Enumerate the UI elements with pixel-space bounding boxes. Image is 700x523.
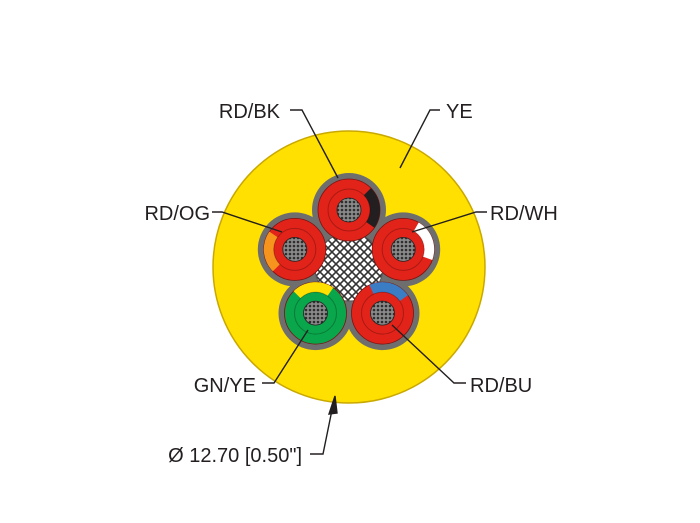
strands-rd-wh xyxy=(390,236,416,262)
conductor-rd-og xyxy=(263,217,327,281)
conductor-rd-bu xyxy=(351,281,414,345)
conductor-rd-wh xyxy=(371,217,435,281)
conductor-group xyxy=(263,178,435,345)
label-rd-wh: RD/WH xyxy=(490,203,558,225)
conductor-gn-ye xyxy=(284,281,347,345)
stripe-rd-bk xyxy=(363,188,380,228)
strands-rd-bu xyxy=(370,300,395,326)
label-rd-og: RD/OG xyxy=(144,203,210,225)
leader-lines xyxy=(212,109,487,455)
label-rd-bu: RD/BU xyxy=(470,375,532,397)
leader-rd-bk xyxy=(290,109,339,179)
leader-rd-og xyxy=(212,211,283,233)
leader-dimension xyxy=(310,404,334,455)
leader-ye xyxy=(399,109,440,169)
stripe-gn-ye xyxy=(293,282,334,299)
strands-rd-og xyxy=(282,236,308,262)
leader-rd-wh xyxy=(411,211,487,233)
leader-gn-ye xyxy=(262,329,309,384)
stripe-rd-wh xyxy=(413,222,435,260)
label-dimension: Ø 12.70 [0.50"] xyxy=(168,445,302,467)
stripe-rd-og xyxy=(263,231,280,272)
strands-gn-ye xyxy=(303,300,328,326)
label-ye: YE xyxy=(446,101,473,123)
stripe-rd-bu xyxy=(369,282,408,302)
conductor-rd-bk xyxy=(317,178,381,242)
leader-rd-bu xyxy=(391,324,466,384)
strands-rd-bk xyxy=(336,197,362,223)
label-gn-ye: GN/YE xyxy=(194,375,256,397)
dimension-arrowhead xyxy=(327,395,338,415)
label-rd-bk: RD/BK xyxy=(219,101,281,123)
